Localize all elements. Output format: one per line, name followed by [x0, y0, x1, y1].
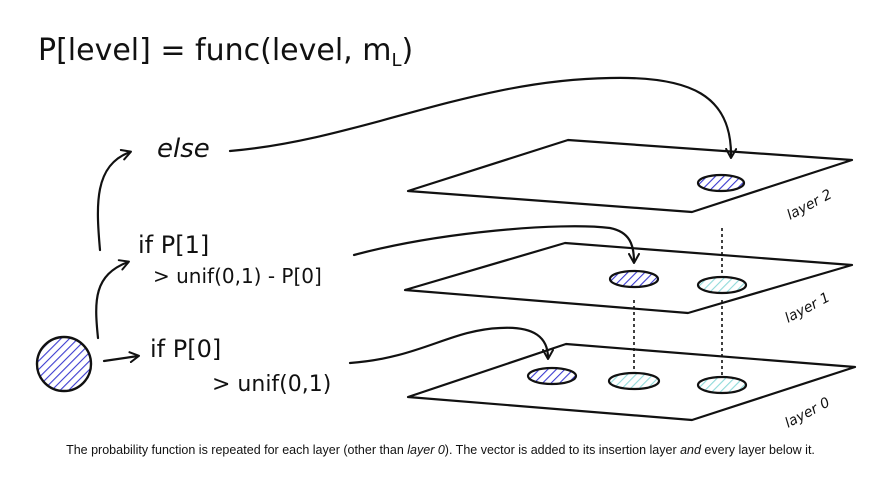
- branch-arrow-if0: [102, 351, 140, 364]
- formula-subscript: L: [391, 50, 401, 71]
- if1-condition-line1: if P[1]: [138, 231, 209, 259]
- layer-2-plane: [406, 138, 854, 214]
- formula-suffix: ): [402, 33, 414, 68]
- formula-title: P[level] = func(level, mL): [38, 33, 413, 71]
- layer-0-vector-node: [526, 366, 578, 386]
- caption-part3: every layer below it.: [700, 443, 815, 457]
- layer-1-vector-node: [608, 269, 660, 289]
- layer-0-copy-node: [696, 375, 748, 395]
- branch-arrow-else: [96, 149, 132, 252]
- layer-1-copy-node: [696, 275, 748, 295]
- if1-to-layer-1-arrow: [352, 225, 640, 264]
- caption-layer0: layer 0: [407, 443, 445, 457]
- caption-and: and: [680, 443, 701, 457]
- layer-1-label: layer 1: [782, 290, 832, 327]
- layer-2-vector-node: [696, 173, 746, 193]
- figure-caption: The probability function is repeated for…: [0, 443, 881, 457]
- caption-part1: The probability function is repeated for…: [66, 443, 408, 457]
- branch-arrow-if1: [95, 259, 130, 340]
- else-label: else: [157, 134, 210, 164]
- if0-condition-line2: > unif(0,1): [212, 372, 331, 397]
- if0-to-layer-0-arrow: [348, 326, 554, 365]
- layer-0-copy-node: [607, 371, 661, 391]
- layer-0-label: layer 0: [782, 395, 832, 432]
- if1-condition-line2: > unif(0,1) - P[0]: [153, 264, 322, 288]
- new-vector-circle: [35, 335, 93, 393]
- caption-part2: ). The vector is added to its insertion …: [444, 443, 681, 457]
- layer-2-label: layer 2: [784, 187, 834, 224]
- else-to-layer-2-arrow: [228, 76, 738, 159]
- if0-condition-line1: if P[0]: [150, 335, 221, 363]
- formula-prefix: P[level] = func(level, m: [38, 33, 391, 68]
